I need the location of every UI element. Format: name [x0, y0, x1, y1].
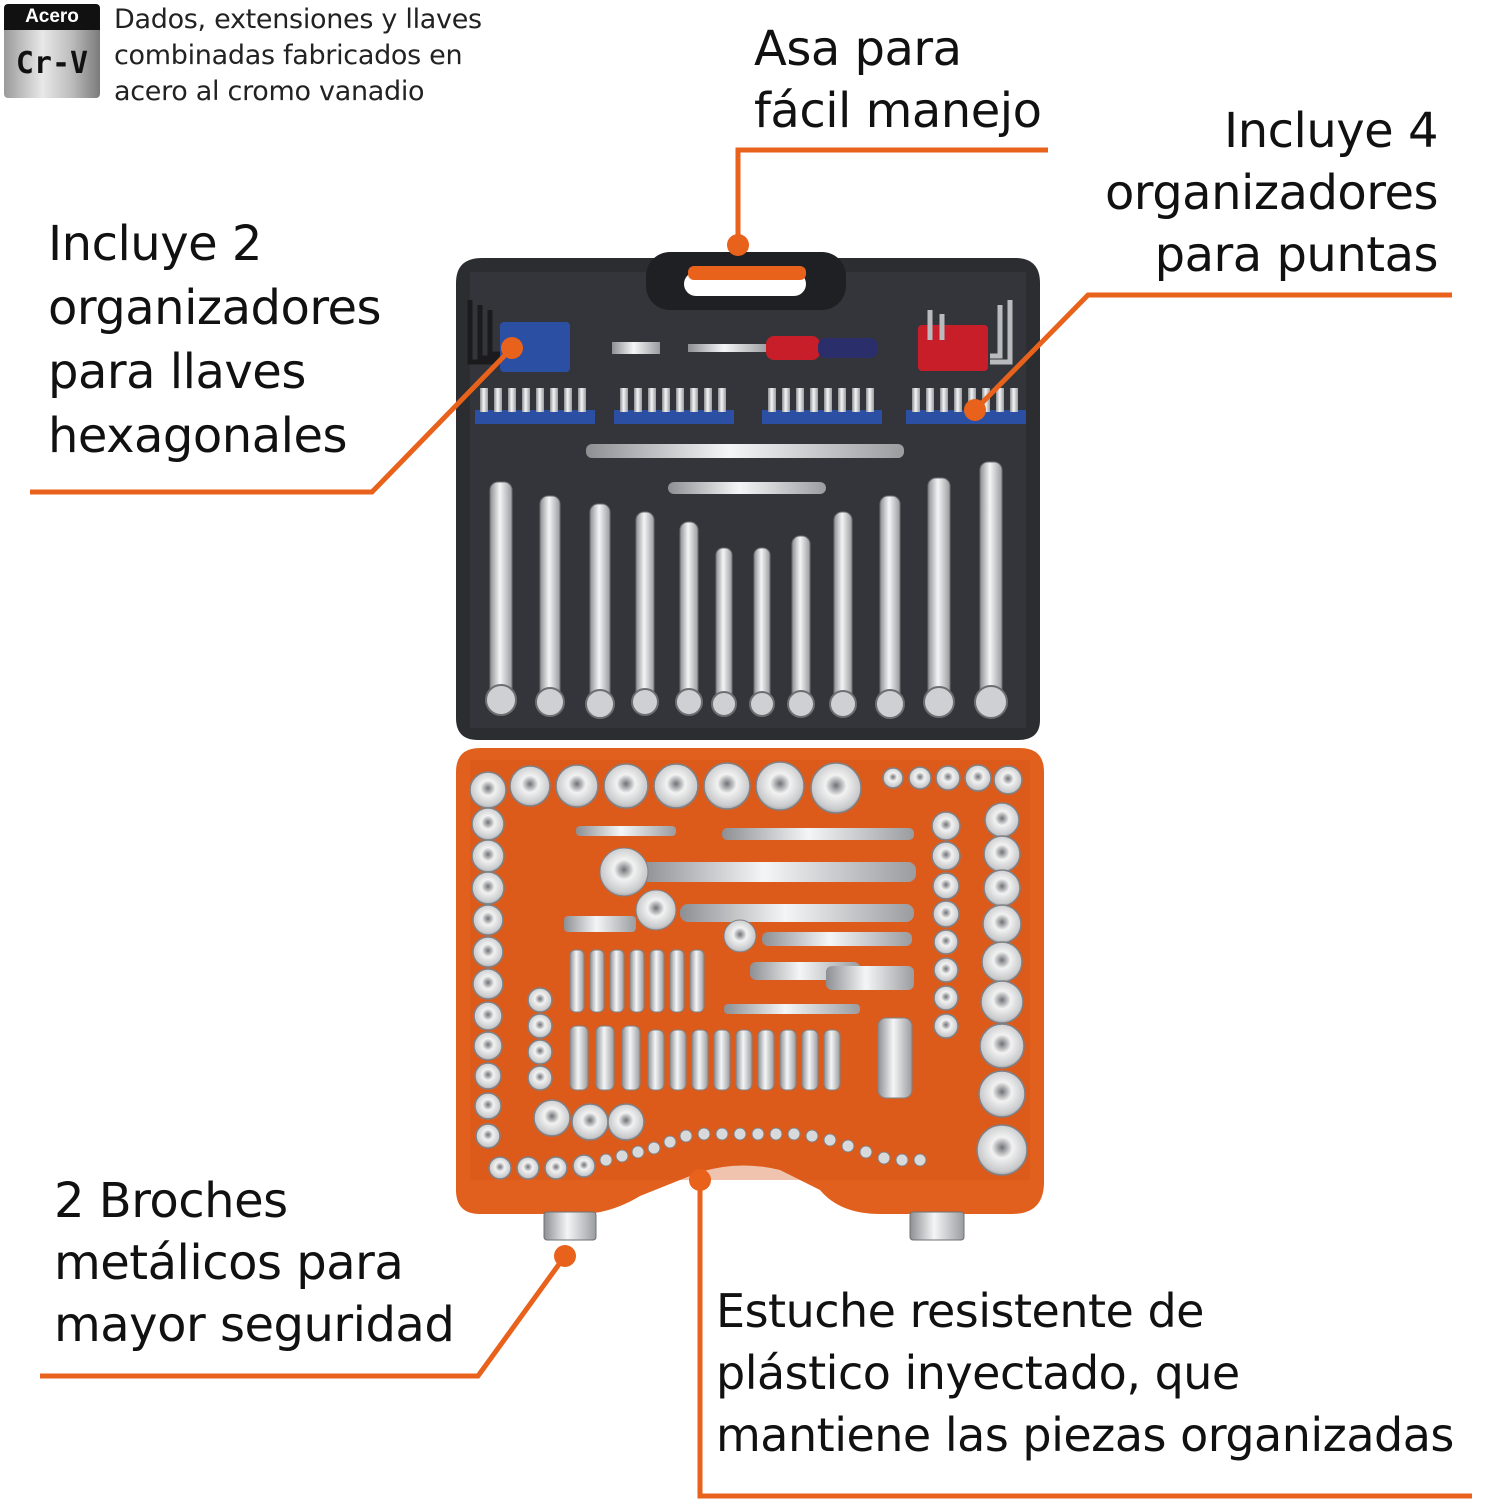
- extension-bar-long: [586, 444, 904, 458]
- leader-dots: [501, 234, 986, 1267]
- badge-note-line: Dados, extensiones y llaves: [114, 4, 482, 35]
- callout-line: 2 Broches: [54, 1173, 288, 1229]
- callout-handle: Asa para fácil manejo: [754, 18, 1042, 142]
- badge-note-line: combinadas fabricados en: [114, 40, 463, 71]
- callout-line: Asa para: [754, 21, 962, 77]
- callout-line: metálicos para: [54, 1235, 404, 1291]
- leader-lines: [30, 147, 1472, 1499]
- badge-material: Cr-V: [4, 30, 100, 98]
- small-sockets-chain: [599, 1127, 927, 1167]
- callout-line: para puntas: [1154, 227, 1439, 283]
- callout-line: organizadores: [1104, 165, 1439, 221]
- deep-sockets: [569, 949, 913, 1099]
- badge-note-line: acero al cromo vanadio: [114, 76, 425, 107]
- crv-steel-badge: Acero Cr-V: [4, 4, 100, 98]
- callout-case: Estuche resistente de plástico inyectado…: [716, 1280, 1454, 1466]
- badge-top-label: Acero: [4, 4, 100, 30]
- callout-clasps: 2 Broches metálicos para mayor seguridad: [54, 1170, 455, 1356]
- extension-bar-short: [668, 482, 826, 494]
- sockets: [469, 761, 1028, 1180]
- wrench-ring-ends: [485, 684, 1008, 719]
- ratchets: [564, 826, 916, 1014]
- callout-line: plástico inyectado, que: [716, 1346, 1240, 1400]
- screwdriver: [612, 336, 878, 360]
- callout-line: fácil manejo: [754, 83, 1042, 139]
- callout-line: hexagonales: [48, 408, 347, 464]
- callout-line: Incluye 4: [1224, 103, 1438, 159]
- callout-hex-organizers: Incluye 2 organizadores para llaves hexa…: [48, 212, 382, 468]
- callout-line: mayor seguridad: [54, 1297, 455, 1353]
- callout-bit-organizers: Incluye 4 organizadores para puntas: [1104, 100, 1439, 286]
- badge-note: Dados, extensiones y llaves combinadas f…: [114, 2, 482, 110]
- bit-organizers: [475, 410, 1026, 424]
- hex-key-organizer-blue: [467, 300, 570, 372]
- metal-clasps: [543, 1211, 965, 1241]
- hex-key-organizer-red: [918, 300, 1013, 371]
- bits: [480, 388, 1018, 412]
- callout-line: Estuche resistente de: [716, 1284, 1204, 1338]
- callout-line: organizadores: [48, 280, 382, 336]
- callout-line: para llaves: [48, 344, 306, 400]
- callout-line: Incluye 2: [48, 216, 262, 272]
- callout-line: mantiene las piezas organizadas: [716, 1408, 1454, 1462]
